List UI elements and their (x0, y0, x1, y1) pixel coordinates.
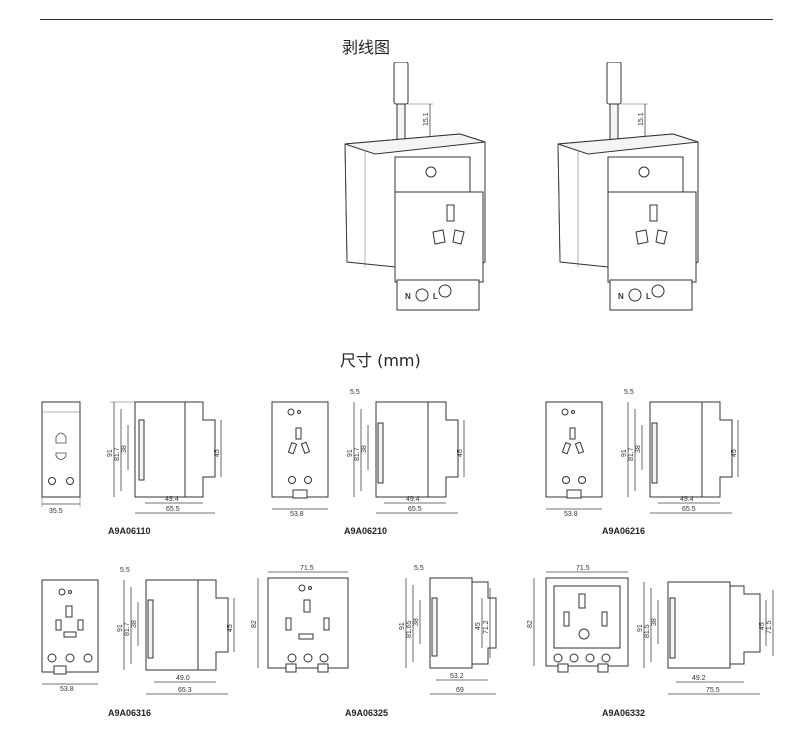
top-rule (40, 19, 773, 20)
depth2-label: 65.5 (682, 506, 696, 513)
h1-label: 91 (117, 624, 124, 632)
model-label: A9A06316 (108, 708, 152, 718)
model-label: A9A06110 (108, 526, 151, 536)
top-label: 5.5 (414, 565, 424, 572)
drawing-a9a06216: 53.8 5.5 91 81.7 38 45 49.4 65.5 (545, 389, 739, 518)
depth2-label: 69 (456, 687, 464, 694)
depth1-label: 49.4 (406, 496, 420, 503)
h1-label: 91 (399, 622, 406, 630)
depth2-label: 65.5 (166, 506, 180, 513)
h2-label: 81.7 (114, 447, 121, 461)
h4-label: 45 (759, 622, 766, 630)
top-label: 5.5 (120, 567, 130, 574)
terminal-l-label-2: L (646, 292, 651, 301)
terminal-l-label: L (433, 292, 438, 301)
top-label: 5.5 (350, 389, 360, 396)
drawing-a9a06316: 53.8 5.5 91 81.7 38 45 49.0 65.3 (41, 567, 235, 695)
h3-label: 38 (131, 620, 138, 628)
h3-label: 38 (121, 445, 128, 453)
h4-label: 45 (227, 624, 234, 632)
h2-label: 81.7 (628, 447, 635, 461)
dimensions-title: 尺寸 (mm) (340, 351, 421, 370)
depth1-label: 49.2 (692, 675, 706, 682)
model-label: A9A06216 (602, 526, 646, 536)
depth2-label: 75.5 (706, 687, 720, 694)
h2-label: 81.7 (354, 447, 361, 461)
h5-label: 71.2 (483, 620, 490, 634)
h4-label: 45 (214, 449, 221, 457)
width-label: 53.8 (290, 511, 304, 518)
depth1-label: 49.4 (165, 496, 179, 503)
h1-label: 91 (347, 449, 354, 457)
width-label: 71.5 (576, 565, 590, 572)
depth1-label: 49.0 (176, 675, 190, 682)
terminal-n-label-2: N (618, 292, 624, 301)
front-height-label: 82 (527, 620, 534, 628)
strip-length-label: 15.1 (423, 112, 430, 126)
width-label: 35.5 (49, 508, 63, 515)
h4-label: 45 (457, 449, 464, 457)
h2-label: 81.7 (124, 622, 131, 636)
h5-label: 71.5 (766, 620, 773, 634)
h4-label: 45 (731, 449, 738, 457)
depth2-label: 65.5 (408, 506, 422, 513)
model-label: A9A06332 (602, 708, 646, 718)
h1-label: 91 (621, 449, 628, 457)
model-label: A9A06325 (345, 708, 389, 718)
h3-label: 38 (361, 445, 368, 453)
h1-label: 91 (107, 449, 114, 457)
h2-label: 81.65 (406, 620, 413, 638)
width-label: 53.8 (564, 511, 578, 518)
model-label: A9A06210 (344, 526, 388, 536)
stripping-illustration-2: 15.1 N L (557, 62, 699, 311)
drawing-a9a06325: 71.5 82 5.5 91 81.65 38 45 71.2 53.2 69 (251, 565, 497, 695)
stripping-illustration-1: 15.1 N L (344, 62, 486, 311)
h3-label: 38 (651, 618, 658, 626)
h2-label: 81.5 (644, 624, 651, 638)
depth1-label: 49.4 (680, 496, 694, 503)
terminal-n-label: N (405, 292, 411, 301)
drawing-a9a06110: 35.5 91 81.7 38 45 49.4 65.5 (41, 401, 222, 515)
h4-label: 45 (475, 622, 482, 630)
strip-length-label-2: 15.1 (638, 112, 645, 126)
width-label: 53.8 (60, 686, 74, 693)
top-label: 5.5 (624, 389, 634, 396)
width-label: 71.5 (300, 565, 314, 572)
h3-label: 38 (635, 445, 642, 453)
front-height-label: 82 (251, 620, 258, 628)
depth1-label: 53.2 (450, 673, 464, 680)
drawing-a9a06332: 71.5 82 91 81.5 38 45 71.5 49.2 75.5 (527, 565, 774, 695)
h1-label: 91 (637, 624, 644, 632)
h3-label: 38 (413, 618, 420, 626)
stripping-title: 剥线图 (342, 38, 391, 57)
depth2-label: 65.3 (178, 687, 192, 694)
drawing-a9a06210: 53.8 5.5 91 81.7 38 45 49.4 65.5 (271, 389, 465, 518)
